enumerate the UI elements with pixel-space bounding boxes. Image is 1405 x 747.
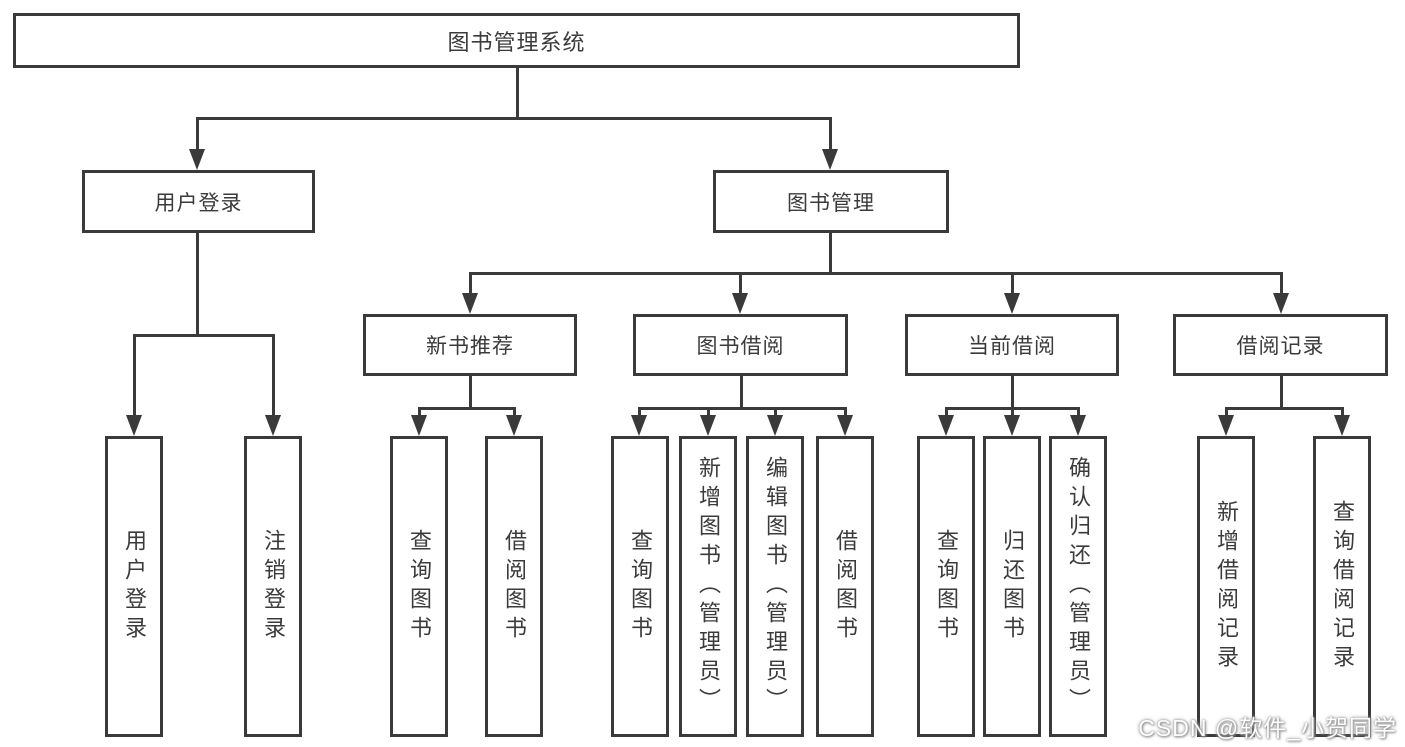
- leaf-confirm-return-admin: 确认归还（管理员）: [1049, 436, 1107, 737]
- leaf-query-books-current: 查询图书: [917, 436, 975, 737]
- connector-arrow: [631, 415, 647, 436]
- leaf-query-books-borrowing: 查询图书: [611, 436, 669, 737]
- leaf-label: 注销登录: [261, 528, 286, 645]
- leaf-user-login: 用户登录: [105, 436, 163, 737]
- node-current-borrowing: 当前借阅: [905, 314, 1119, 376]
- node-book-management: 图书管理: [713, 170, 949, 233]
- leaf-label: 查询图书: [628, 528, 653, 645]
- connector-line: [133, 334, 275, 337]
- connector-arrow: [732, 293, 748, 314]
- connector-line: [829, 233, 832, 275]
- connector-arrow: [1070, 415, 1086, 436]
- connector-line: [1077, 407, 1080, 419]
- node-borrowing-records: 借阅记录: [1173, 314, 1388, 376]
- leaf-label: 借阅图书: [502, 528, 527, 645]
- node-library-management-system: 图书管理系统: [13, 13, 1020, 68]
- connector-line: [196, 117, 199, 152]
- leaf-borrow-books-borrowing: 借阅图书: [816, 436, 874, 737]
- connector-line: [469, 376, 472, 410]
- leaf-return-books: 归还图书: [983, 436, 1041, 737]
- connector-line: [829, 117, 832, 152]
- leaf-edit-books-admin: 编辑图书（管理员）: [746, 436, 804, 737]
- connector-arrow: [126, 415, 142, 436]
- connector-line: [469, 272, 1283, 275]
- connector-arrow: [837, 415, 853, 436]
- node-label: 借阅记录: [1236, 335, 1325, 358]
- leaf-label: 借阅图书: [833, 528, 858, 645]
- connector-line: [844, 407, 847, 419]
- connector-line: [1225, 407, 1228, 419]
- connector-line: [1280, 272, 1283, 296]
- connector-arrow: [767, 415, 783, 436]
- connector-arrow: [411, 415, 427, 436]
- node-label: 新书推荐: [426, 335, 514, 358]
- leaf-label: 新增借阅记录: [1214, 499, 1239, 674]
- leaf-borrow-books-recommend: 借阅图书: [485, 436, 543, 737]
- leaf-label: 确认归还（管理员）: [1066, 456, 1091, 717]
- connector-arrow: [189, 149, 205, 170]
- connector-arrow: [700, 415, 716, 436]
- connector-line: [418, 407, 421, 419]
- connector-line: [638, 407, 847, 410]
- node-new-book-recommendation: 新书推荐: [363, 314, 577, 376]
- connector-line: [272, 334, 275, 418]
- node-label: 用户登录: [154, 191, 243, 215]
- connector-line: [707, 407, 710, 419]
- connector-arrow: [506, 415, 522, 436]
- connector-arrow: [265, 415, 281, 436]
- connector-line: [740, 376, 743, 410]
- connector-line: [1225, 407, 1344, 410]
- node-book-borrowing: 图书借阅: [633, 314, 848, 376]
- connector-line: [418, 407, 516, 410]
- node-label: 当前借阅: [968, 335, 1056, 358]
- connector-arrow: [462, 293, 478, 314]
- connector-line: [1341, 407, 1344, 419]
- connector-line: [133, 334, 136, 418]
- node-label: 图书管理: [787, 191, 875, 215]
- leaf-logout: 注销登录: [244, 436, 302, 737]
- connector-arrow: [1218, 415, 1234, 436]
- connector-line: [516, 68, 519, 120]
- csdn-watermark: CSDN @软件_小贺同学: [1138, 715, 1397, 741]
- connector-line: [513, 407, 516, 419]
- leaf-add-borrow-record: 新增借阅记录: [1197, 436, 1255, 737]
- leaf-label: 查询图书: [407, 528, 432, 645]
- leaf-label: 编辑图书（管理员）: [763, 456, 788, 717]
- connector-line: [1011, 407, 1014, 419]
- connector-line: [1280, 376, 1283, 410]
- connector-arrow: [938, 415, 954, 436]
- leaf-query-borrow-record: 查询借阅记录: [1313, 436, 1371, 737]
- connector-line: [1011, 272, 1014, 296]
- connector-arrow: [1334, 415, 1350, 436]
- connector-line: [739, 272, 742, 296]
- connector-arrow: [822, 149, 838, 170]
- leaf-label: 归还图书: [1000, 528, 1025, 645]
- leaf-query-books-recommend: 查询图书: [390, 436, 448, 737]
- connector-line: [945, 407, 948, 419]
- node-label: 图书借阅: [696, 335, 785, 358]
- connector-line: [196, 233, 199, 337]
- leaf-add-books-admin: 新增图书（管理员）: [679, 436, 737, 737]
- connector-line: [196, 117, 832, 120]
- connector-line: [774, 407, 777, 419]
- connector-line: [638, 407, 641, 419]
- connector-arrow: [1004, 415, 1020, 436]
- leaf-label: 新增图书（管理员）: [696, 456, 721, 717]
- leaf-label: 查询借阅记录: [1330, 499, 1355, 674]
- connector-line: [1011, 376, 1014, 410]
- node-label: 图书管理系统: [447, 29, 586, 55]
- leaf-label: 用户登录: [122, 528, 147, 645]
- connector-arrow: [1004, 293, 1020, 314]
- leaf-label: 查询图书: [934, 528, 959, 645]
- connector-arrow: [1273, 293, 1289, 314]
- node-user-login: 用户登录: [82, 170, 315, 233]
- connector-line: [469, 272, 472, 296]
